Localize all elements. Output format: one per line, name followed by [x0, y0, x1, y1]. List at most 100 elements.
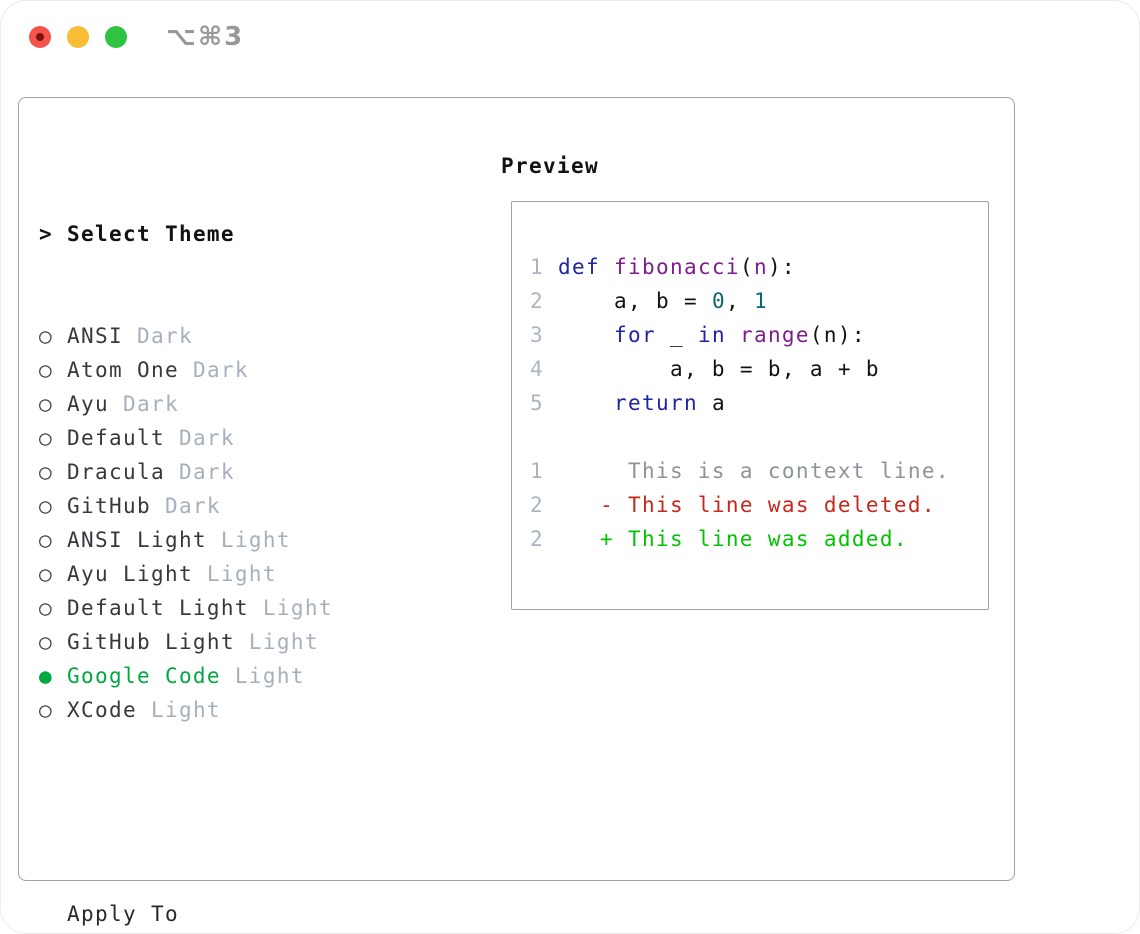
line-number: 2	[530, 527, 558, 551]
theme-option-label: Atom One	[53, 358, 179, 382]
code-token-pln	[600, 255, 614, 279]
theme-variant-label: Dark	[164, 460, 235, 484]
theme-option-label: Ayu Light	[53, 562, 193, 586]
radio-unselected-icon: ○	[39, 426, 53, 450]
code-line: 1 def fibonacci(n):	[530, 250, 950, 284]
code-token-pln: ,	[725, 289, 754, 313]
code-token-pln	[558, 391, 614, 415]
code-token-kw: for	[613, 323, 656, 347]
theme-option-label: GitHub	[53, 494, 151, 518]
theme-variant-label: Light	[136, 698, 221, 722]
code-token-pln	[558, 323, 614, 347]
code-token-lit: 0	[711, 289, 726, 313]
theme-selector-column: > Select Theme ○ ANSI Dark○ Atom One Dar…	[39, 149, 431, 934]
radio-unselected-icon: ○	[39, 460, 53, 484]
theme-variant-label: Light	[206, 528, 291, 552]
radio-unselected-icon: ○	[39, 630, 53, 654]
minimize-button-icon[interactable]	[67, 26, 89, 48]
code-line: 3 for _ in range(n):	[530, 318, 950, 352]
theme-selector-panel: > Select Theme ○ ANSI Dark○ Atom One Dar…	[18, 97, 1015, 926]
radio-selected-icon: ●	[39, 664, 53, 688]
code-token-fn: fibonacci	[613, 255, 740, 279]
theme-option[interactable]: ○ Ayu Light Light	[39, 557, 431, 591]
radio-unselected-icon: ○	[39, 358, 53, 382]
radio-unselected-icon: ○	[39, 392, 53, 416]
theme-option-label: Default	[53, 426, 165, 450]
line-number: 1	[530, 459, 558, 483]
theme-variant-label: Light	[220, 664, 305, 688]
apply-to-label: Apply To	[67, 902, 179, 926]
radio-unselected-icon: ○	[39, 596, 53, 620]
radio-unselected-icon: ○	[39, 698, 53, 722]
theme-variant-label: Light	[192, 562, 277, 586]
code-token-fn: n	[753, 255, 768, 279]
theme-option-label: ANSI	[53, 324, 123, 348]
window-title: ⌥⌘3	[166, 22, 245, 52]
radio-unselected-icon: ○	[39, 494, 53, 518]
theme-option[interactable]: ○ GitHub Dark	[39, 489, 431, 523]
code-token-pln: ):	[767, 255, 796, 279]
code-token-pln: a, b =	[558, 289, 712, 313]
code-token-lit: 1	[753, 289, 768, 313]
line-number: 2	[530, 289, 558, 313]
code-token-pln: a	[697, 391, 726, 415]
code-line: 2 a, b = 0, 1	[530, 284, 950, 318]
theme-variant-label: Dark	[164, 426, 235, 450]
theme-option-label: GitHub Light	[53, 630, 235, 654]
close-button-icon[interactable]	[29, 26, 51, 48]
theme-option[interactable]: ○ Default Dark	[39, 421, 431, 455]
theme-option[interactable]: ○ Ayu Dark	[39, 387, 431, 421]
code-line: 2 - This line was deleted.	[530, 488, 950, 522]
code-token-pln: a, b = b, a + b	[558, 357, 880, 381]
line-number: 4	[530, 357, 558, 381]
radio-unselected-icon: ○	[39, 528, 53, 552]
theme-variant-label: Dark	[150, 494, 221, 518]
theme-list: ○ ANSI Dark○ Atom One Dark○ Ayu Dark○ De…	[39, 319, 431, 727]
theme-variant-label: Dark	[108, 392, 179, 416]
theme-option-label: XCode	[53, 698, 137, 722]
code-token-fn: range	[739, 323, 810, 347]
title-bar: ⌥⌘3	[0, 0, 1140, 75]
line-number	[530, 425, 544, 449]
code-token-kw: return	[613, 391, 698, 415]
code-line: 1 This is a context line.	[530, 454, 950, 488]
theme-option[interactable]: ○ ANSI Light Light	[39, 523, 431, 557]
radio-unselected-icon: ○	[39, 562, 53, 586]
code-line: 2 + This line was added.	[530, 522, 950, 556]
theme-option-label: ANSI Light	[53, 528, 207, 552]
code-token-kw: def	[558, 255, 600, 279]
theme-option-label: Google Code	[53, 664, 221, 688]
select-theme-label: Select Theme	[67, 222, 235, 246]
code-line: 4 a, b = b, a + b	[530, 352, 950, 386]
line-number: 2	[530, 493, 558, 517]
theme-option[interactable]: ● Google Code Light	[39, 659, 431, 693]
theme-option[interactable]: ○ XCode Light	[39, 693, 431, 727]
line-number: 1	[530, 255, 558, 279]
select-theme-header: > Select Theme	[39, 217, 431, 251]
code-token-add: + This line was added.	[558, 527, 908, 551]
zoom-button-icon[interactable]	[105, 26, 127, 48]
theme-option[interactable]: ○ Dracula Dark	[39, 455, 431, 489]
theme-variant-label: Light	[248, 596, 333, 620]
radio-unselected-icon: ○	[39, 324, 53, 348]
theme-variant-label: Dark	[122, 324, 193, 348]
theme-option[interactable]: ○ Default Light Light	[39, 591, 431, 625]
theme-option[interactable]: ○ GitHub Light Light	[39, 625, 431, 659]
spacer	[39, 795, 431, 829]
code-line: 5 return a	[530, 386, 950, 420]
theme-option[interactable]: ○ ANSI Dark	[39, 319, 431, 353]
line-number: 5	[530, 391, 558, 415]
theme-option-label: Ayu	[53, 392, 109, 416]
code-token-pln: (	[739, 255, 754, 279]
line-number: 3	[530, 323, 558, 347]
code-token-del: - This line was deleted.	[558, 493, 936, 517]
code-line	[530, 420, 950, 454]
preview-header: Preview	[501, 154, 599, 178]
theme-variant-label: Dark	[178, 358, 249, 382]
theme-option-label: Default Light	[53, 596, 249, 620]
code-token-pln	[726, 323, 740, 347]
theme-option[interactable]: ○ Atom One Dark	[39, 353, 431, 387]
